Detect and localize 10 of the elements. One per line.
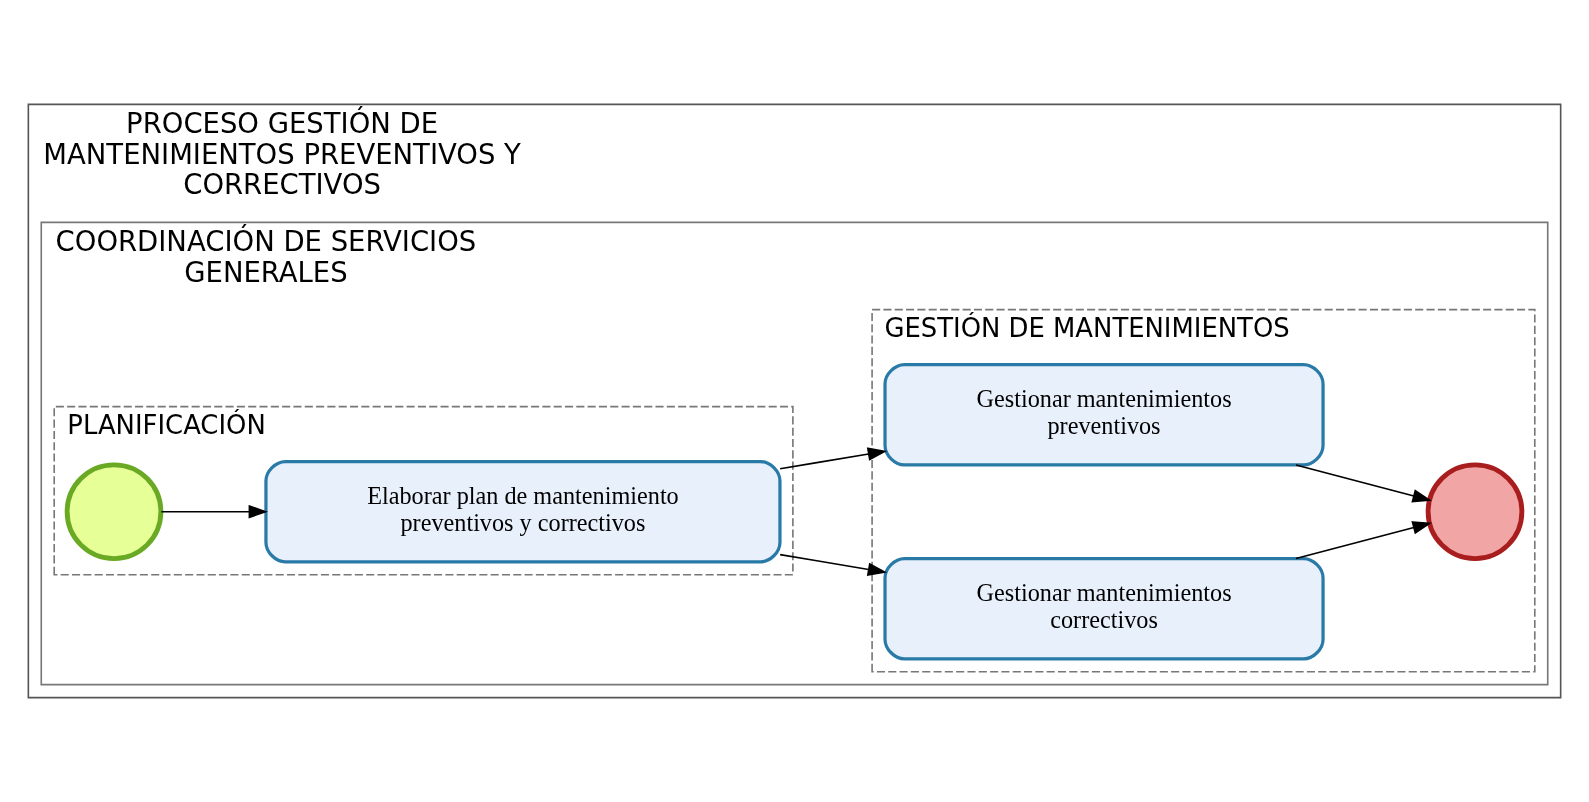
arrow: [160, 504, 268, 519]
arrow: [779, 447, 888, 470]
arrow: [1295, 464, 1432, 503]
node-circle: [1425, 462, 1525, 562]
node-circle: [64, 462, 164, 562]
node-box: Gestionar mantenimientos correctivos: [883, 557, 1325, 661]
arrow: [1295, 521, 1432, 560]
node-box: Elaborar plan de mantenimiento preventivos y correctivos: [264, 460, 782, 564]
arrow: [779, 553, 888, 577]
node-box: Gestionar mantenimientos preventivos: [883, 363, 1325, 467]
